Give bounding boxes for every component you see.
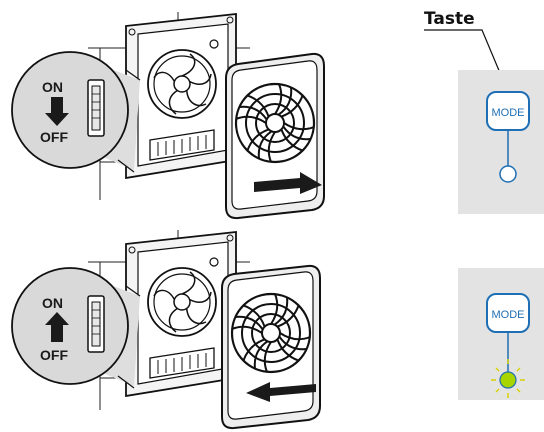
- switch-magnifier: ON OFF: [12, 52, 140, 172]
- control-panel-2: MODE: [458, 268, 544, 400]
- mode-button-label-2: MODE: [492, 309, 525, 321]
- switch-on-label: ON: [42, 79, 63, 95]
- fan-base-housing: [126, 14, 236, 178]
- panel-2-installation: ON OFF: [12, 230, 320, 428]
- mode-button[interactable]: MODE: [487, 92, 529, 130]
- switch-on-label-2: ON: [42, 295, 63, 311]
- control-panel-1: MODE: [458, 70, 544, 214]
- switch-magnifier-2: ON OFF: [12, 268, 140, 388]
- fan-base-housing-2: [126, 232, 236, 396]
- panel-1-installation: ON OFF: [12, 12, 324, 218]
- fan-cover: [226, 54, 324, 218]
- switch-off-label-2: OFF: [40, 347, 68, 363]
- taste-label: Taste: [424, 9, 475, 29]
- switch-off-label: OFF: [40, 129, 68, 145]
- mode-button-2[interactable]: MODE: [487, 294, 529, 332]
- fan-cover-2: [222, 266, 320, 428]
- status-led-off: [500, 166, 516, 182]
- mode-button-label: MODE: [492, 107, 525, 119]
